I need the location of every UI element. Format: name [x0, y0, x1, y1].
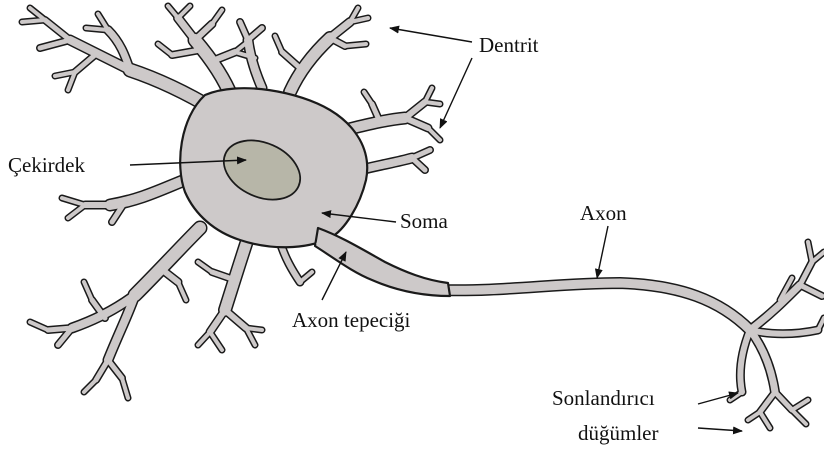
branch-fill-70	[246, 328, 262, 330]
sonlandirici-label-line1: Sonlandırıcı	[552, 386, 655, 410]
branch-fill-76	[750, 285, 800, 330]
branch-fill-75	[440, 283, 750, 330]
sonlandirici-label-line2: düğümler	[578, 421, 658, 445]
axon-label: Axon	[580, 201, 627, 225]
branch-fill-85	[760, 392, 775, 412]
branch-fill-88	[775, 392, 792, 410]
branch-fill-50	[135, 228, 200, 295]
branch-fill-8	[86, 28, 108, 30]
branch-fill-29	[248, 40, 262, 88]
cekirdek-label: Çekirdek	[8, 153, 85, 177]
branch-fill-32	[282, 52, 300, 68]
axon-hillock	[315, 228, 450, 296]
branch-fill-5	[22, 20, 45, 22]
branch-fill-28	[345, 44, 366, 46]
axon-arrow	[597, 226, 608, 278]
branch-fill-68	[225, 310, 246, 328]
branch-fill-2	[45, 20, 70, 40]
branch-fill-48	[68, 205, 85, 218]
branch-fill-37	[425, 102, 440, 104]
branch-fill-83	[818, 318, 824, 330]
dentrit-arrow-1	[390, 28, 472, 42]
dentrit-label: Dentrit	[479, 33, 539, 57]
sonlandirici-arrow-2	[698, 428, 742, 431]
branch-fill-9	[75, 55, 95, 72]
dentrit-arrow-2	[440, 58, 472, 128]
soma-label: Soma	[400, 209, 449, 233]
axon-tepecigi-label: Axon tepeciği	[292, 308, 411, 332]
